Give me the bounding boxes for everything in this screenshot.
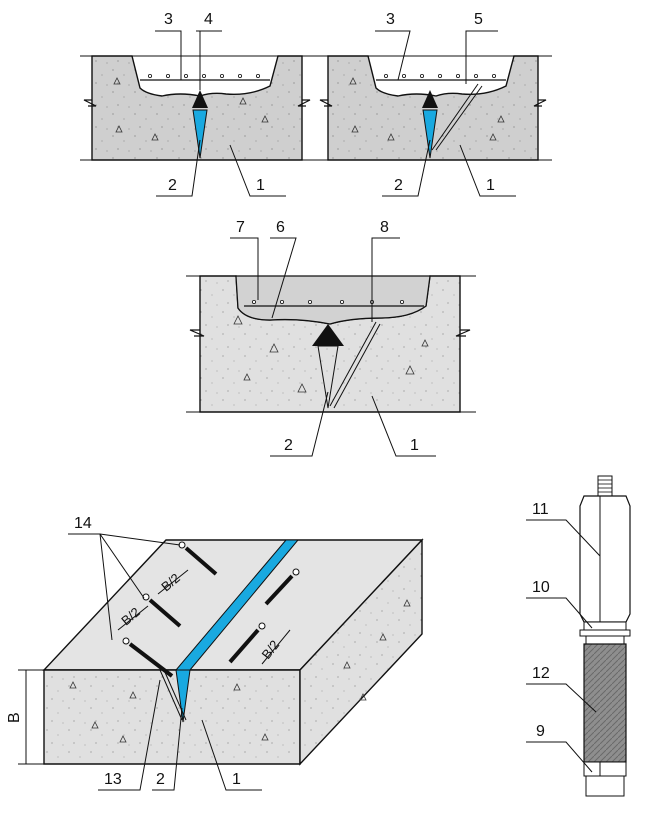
thread-lines xyxy=(598,479,612,493)
label-10: 10 xyxy=(532,579,550,596)
drill-hole-line xyxy=(329,321,377,407)
leader-14-c xyxy=(99,533,181,546)
break-mark-left xyxy=(189,329,205,337)
label-B: B xyxy=(6,712,23,723)
aggregate-marks xyxy=(113,77,269,141)
label-11: 11 xyxy=(532,501,549,518)
leader-9 xyxy=(526,741,593,773)
figure-2: 3 5 2 1 xyxy=(316,11,552,197)
break-mark-right xyxy=(297,99,311,107)
break-mark-left xyxy=(83,99,97,107)
label-12: 12 xyxy=(532,665,550,682)
leader-1 xyxy=(201,719,262,791)
washer-3 xyxy=(585,635,625,645)
break-mark-right xyxy=(533,99,547,107)
leader-1 xyxy=(459,144,516,197)
leader-6 xyxy=(270,237,297,319)
label-1: 1 xyxy=(486,177,495,194)
drill-hole-front-2 xyxy=(163,669,187,721)
leader-12 xyxy=(526,683,597,713)
injection-arrow xyxy=(422,90,438,108)
leader-2 xyxy=(382,139,431,197)
label-13: 13 xyxy=(104,771,122,788)
leader-3 xyxy=(375,30,411,81)
label-2: 2 xyxy=(394,177,403,194)
label-1: 1 xyxy=(256,177,265,194)
leader-2 xyxy=(156,139,201,197)
dim-line-b xyxy=(157,569,189,595)
break-mark-right xyxy=(455,329,471,337)
label-5: 5 xyxy=(474,11,483,28)
leader-7 xyxy=(230,237,259,300)
leader-11 xyxy=(526,519,601,557)
label-6: 6 xyxy=(276,219,285,236)
leader-10 xyxy=(526,597,593,629)
leader-3 xyxy=(155,30,182,80)
leader-1 xyxy=(229,144,286,197)
threaded-tip xyxy=(597,475,613,497)
figure-3: 7 6 8 2 1 xyxy=(186,219,476,457)
drill-hole-front xyxy=(159,669,183,721)
block-side-face xyxy=(299,538,423,766)
crack-filled xyxy=(192,109,208,159)
leader-14-b xyxy=(99,533,145,599)
bottom-cap xyxy=(585,775,625,797)
label-3: 3 xyxy=(164,11,173,28)
label-7: 7 xyxy=(236,219,245,236)
label-14: 14 xyxy=(74,515,92,532)
leader-13 xyxy=(98,679,161,791)
packer-markers xyxy=(122,541,300,678)
leader-5 xyxy=(465,30,498,84)
rebar-dots xyxy=(383,74,496,79)
figure-5: 11 10 12 9 xyxy=(526,475,631,797)
crack-front-blue xyxy=(175,669,191,723)
leader-2 xyxy=(270,391,329,457)
leader-1 xyxy=(371,395,436,457)
rebar-dots xyxy=(147,74,260,79)
leader-8 xyxy=(371,237,400,322)
aggregate-marks xyxy=(349,77,505,141)
label-4: 4 xyxy=(204,11,213,28)
figure-4: B/2 B/2 B/2 B 14 13 2 1 xyxy=(6,515,424,791)
aggregate-marks xyxy=(233,315,429,393)
injection-arrow xyxy=(312,324,344,346)
label-8: 8 xyxy=(380,219,389,236)
drill-hole-line-2 xyxy=(435,85,483,151)
drill-hole-line-2 xyxy=(333,323,381,409)
dim-line-c xyxy=(261,629,291,665)
label-2: 2 xyxy=(284,437,293,454)
label-1: 1 xyxy=(410,437,419,454)
hex-nut xyxy=(579,495,631,623)
label-1: 1 xyxy=(232,771,241,788)
label-9: 9 xyxy=(536,723,545,740)
repair-layer xyxy=(235,275,431,325)
label-3: 3 xyxy=(386,11,395,28)
break-mark-left xyxy=(319,99,333,107)
aggregate-marks xyxy=(69,599,411,743)
drill-hole-line xyxy=(431,83,479,151)
bottom-nut xyxy=(583,761,627,777)
label-2: 2 xyxy=(168,177,177,194)
figure-1: 3 4 2 1 xyxy=(80,11,318,197)
injection-arrow xyxy=(192,90,208,108)
dim-line-a xyxy=(117,605,149,631)
washer-2 xyxy=(579,629,631,637)
rubber-sleeve xyxy=(583,643,627,763)
block-front-face xyxy=(43,669,301,765)
leader-2 xyxy=(152,707,183,791)
label-2: 2 xyxy=(156,771,165,788)
crack-filled xyxy=(422,109,438,159)
